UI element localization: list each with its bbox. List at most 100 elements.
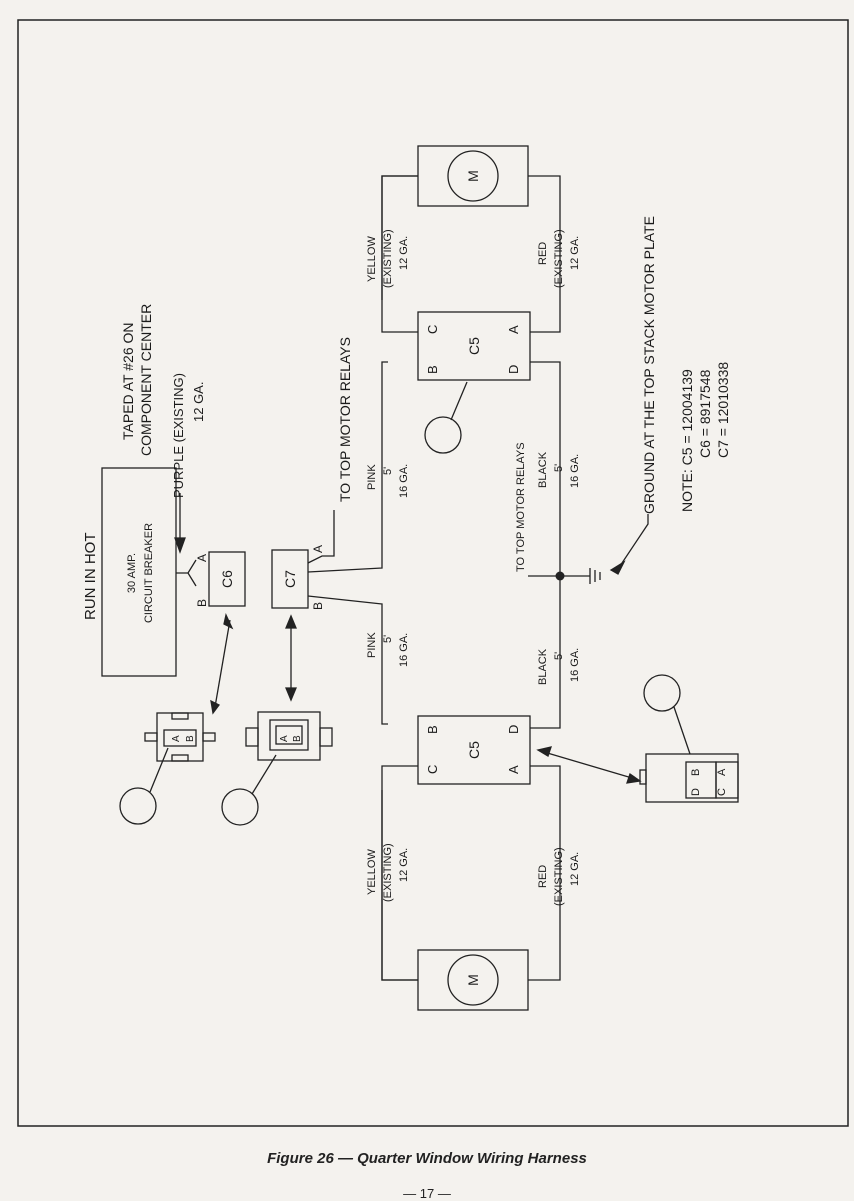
c5-lower-pin-d: D: [506, 725, 521, 734]
c5-lower-pin-b: B: [425, 725, 440, 734]
c6-arrowhead-top: [223, 612, 234, 630]
ground-arrowhead[interactable]: [609, 560, 626, 575]
c6-pin-b: B: [195, 599, 209, 607]
upper-yellow-wire: [381, 175, 418, 333]
red-upper-label: RED: [537, 242, 549, 265]
yellow-upper-gauge: 12 GA.: [398, 236, 410, 270]
pink-lower-length: 5': [382, 635, 394, 643]
c7-top-relays-leader: [307, 510, 335, 564]
c6-pin-a: A: [195, 554, 209, 562]
figure-caption: Figure 26 — Quarter Window Wiring Harnes…: [267, 1150, 587, 1167]
c7-plug-drawing: [245, 711, 333, 761]
c5-upper-connector: [417, 311, 531, 381]
ground-junction-dot: [555, 571, 565, 581]
c5-lower-connector: [417, 715, 531, 785]
c5-plug-pin-a: A: [716, 768, 728, 776]
purple-gauge-label: 12 GA.: [191, 382, 206, 422]
to-top-relays-lower-label: TO TOP MOTOR RELAYS: [515, 442, 527, 572]
c5-upper-pin-d: D: [506, 365, 521, 374]
upper-motor-body: [417, 145, 529, 207]
c6-plug-pin-b: B: [185, 735, 196, 742]
c5-plug-pin-b: B: [690, 769, 702, 776]
c5-arrowhead-left: [536, 746, 552, 757]
c5-plug-callout-leader: [673, 706, 691, 755]
lower-motor-label: M: [465, 974, 481, 986]
c7-callout-circle: [221, 788, 259, 826]
ground-plate-label: GROUND AT THE TOP STACK MOTOR PLATE: [641, 216, 657, 514]
c7-pink-top-wire: [307, 175, 418, 573]
pink-upper-label: PINK: [366, 464, 378, 490]
c7-plug-pin-b: B: [292, 735, 303, 742]
c7-pin-b: B: [311, 602, 325, 610]
lower-motor-body: [417, 949, 529, 1011]
red-upper-existing: (EXISTING): [553, 229, 565, 288]
red-lower-gauge: 12 GA.: [569, 852, 581, 886]
note-c7-line: C7 = 12010338: [715, 362, 731, 458]
c5-upper-pin-a: A: [506, 325, 521, 334]
ground-leader: [619, 514, 649, 567]
pink-upper-length: 5': [382, 467, 394, 475]
c6-plug-pin-a: A: [171, 735, 182, 742]
pink-upper-gauge: 16 GA.: [398, 464, 410, 498]
upper-red-wire: [528, 175, 561, 333]
black-upper-length: 5': [553, 464, 565, 472]
upper-c5-callout-leader: [450, 381, 468, 421]
upper-c5-callout-circle: [424, 416, 462, 454]
yellow-lower-gauge: 12 GA.: [398, 848, 410, 882]
breaker-rating-label: 30 AMP.: [126, 553, 138, 593]
lower-yellow-wire: [381, 765, 418, 981]
purple-wire-arrowhead[interactable]: [174, 537, 186, 554]
note-c5-line: NOTE: C5 = 12004139: [679, 369, 695, 512]
c6-label: C6: [219, 570, 235, 588]
c6-arrowhead-bottom: [210, 699, 220, 715]
taped-line1-label: TAPED AT #26 ON: [120, 323, 136, 441]
upper-motor-symbol: [447, 150, 499, 202]
c5-plug-callout-circle: [643, 674, 681, 712]
upper-motor-label: M: [465, 170, 481, 182]
breaker-name-label: CIRCUIT BREAKER: [143, 523, 155, 623]
taped-line2-label: COMPONENT CENTER: [138, 304, 154, 456]
c5-upper-pin-c: C: [425, 325, 440, 334]
c7-arrowhead-bottom: [285, 687, 297, 702]
black-lower-label: BLACK: [537, 648, 549, 685]
c5-upper-label: C5: [466, 337, 482, 355]
black-upper-label: BLACK: [537, 451, 549, 488]
c7-arrowhead-top: [285, 614, 297, 629]
c5-upper-pin-b: B: [425, 365, 440, 374]
c6-plug-drawing: [144, 712, 216, 762]
pink-lower-gauge: 16 GA.: [398, 633, 410, 667]
c6-double-arrow[interactable]: [214, 619, 231, 708]
c5-plug-pin-c: C: [716, 788, 728, 796]
yellow-upper-label: YELLOW: [366, 236, 378, 282]
upper-black-wire: [530, 361, 561, 576]
note-c6-line: C6 = 8917548: [697, 369, 713, 458]
lower-black-wire: [530, 576, 561, 729]
red-upper-gauge: 12 GA.: [569, 236, 581, 270]
run-in-hot-label: RUN IN HOT: [82, 533, 99, 621]
red-lower-existing: (EXISTING): [553, 847, 565, 906]
black-upper-gauge: 16 GA.: [569, 454, 581, 488]
black-lower-length: 5': [553, 652, 565, 660]
c6-callout-leader: [149, 747, 169, 793]
lower-motor-symbol: [447, 954, 499, 1006]
pink-lower-label: PINK: [366, 632, 378, 658]
circuit-breaker-box: [101, 467, 177, 677]
c5-lower-pin-a: A: [506, 765, 521, 774]
lower-red-wire: [528, 765, 561, 981]
c6-callout-circle: [119, 787, 157, 825]
c7-callout-leader: [251, 754, 277, 795]
breaker-to-c6-wire: [176, 559, 197, 587]
c5-double-arrow[interactable]: [543, 751, 633, 779]
page-number: — 17 —: [403, 1186, 451, 1201]
purple-wire-label: PURPLE (EXISTING): [171, 373, 186, 498]
c7-pin-a: A: [311, 545, 325, 553]
c7-label: C7: [282, 570, 298, 588]
yellow-lower-existing: (EXISTING): [382, 843, 394, 902]
diagram-border: [17, 19, 849, 1127]
c5-plug-pin-d: D: [690, 788, 702, 796]
c5-arrowhead-right: [626, 772, 642, 784]
c5-lower-pin-c: C: [425, 765, 440, 774]
yellow-lower-label: YELLOW: [366, 849, 378, 895]
c6-connector: [208, 551, 246, 607]
